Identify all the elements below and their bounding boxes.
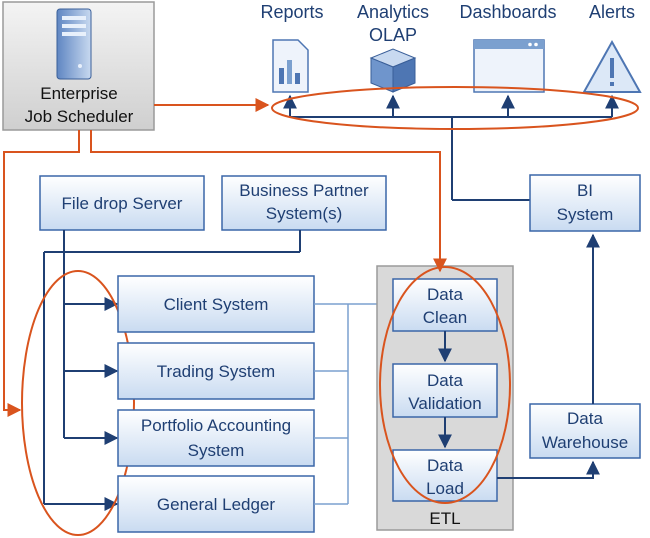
alert-icon [582,39,642,93]
etl-step-label-line2: Load [426,479,464,498]
bi-label-line1: BI [577,181,593,200]
warehouse-flow-arrows [497,233,600,479]
general-ledger-node: General Ledger [117,475,315,533]
output-alerts: Alerts [582,2,642,93]
etl-step-label-line1: Data [427,456,463,475]
etl-step-label-line2: Validation [408,394,481,413]
system-label-line2: System [188,441,245,460]
system-label: General Ledger [157,495,275,514]
business-partner-node: Business Partner System(s) [221,175,387,231]
outputs-highlight-ellipse [271,86,639,130]
etl-step-label-line1: Data [427,285,463,304]
output-dashboards: Dashboards [459,2,557,93]
olap-cube-icon [369,48,417,93]
output-label: Analytics [357,2,429,22]
dashboard-icon [473,39,545,93]
bi-system-node: BI System [529,174,641,232]
partner-label-line1: Business Partner [239,181,369,200]
source-feeds-highlight-ellipse [21,270,135,536]
data-warehouse-node: Data Warehouse [529,403,641,459]
output-label-line2: OLAP [369,25,417,45]
output-analytics-olap: Analytics OLAP [357,2,429,93]
file-drop-server-node: File drop Server [39,175,205,231]
file-drop-label: File drop Server [62,194,183,213]
report-icon [272,39,309,93]
scheduler-label-line1: Enterprise [40,84,117,103]
server-icon [56,8,92,80]
etl-step-label-line2: Clean [423,308,467,327]
system-label: Trading System [157,362,275,381]
output-reports: Reports [260,2,324,93]
output-label: Alerts [589,2,635,22]
output-label: Dashboards [459,2,556,22]
portfolio-accounting-node: Portfolio Accounting System [117,409,315,467]
bi-label-line2: System [557,205,614,224]
data-validation-node: Data Validation [392,363,498,418]
client-system-node: Client System [117,275,315,333]
data-load-node: Data Load [392,449,498,502]
etl-step-label-line1: Data [427,371,463,390]
scheduler-trigger-lines [3,98,447,417]
trading-system-node: Trading System [117,342,315,400]
source-feed-lines [43,230,301,511]
warehouse-label-line1: Data [567,409,603,428]
system-label: Client System [164,295,269,314]
scheduler-label-line2: Job Scheduler [25,107,134,126]
system-label-line1: Portfolio Accounting [141,416,291,435]
warehouse-label-line2: Warehouse [542,433,628,452]
job-scheduler-node: Enterprise Job Scheduler [2,1,155,131]
partner-label-line2: System(s) [266,204,343,223]
data-clean-node: Data Clean [392,278,498,332]
systems-to-etl-lines [314,298,393,505]
output-label: Reports [260,2,323,22]
etl-label: ETL [429,509,460,528]
